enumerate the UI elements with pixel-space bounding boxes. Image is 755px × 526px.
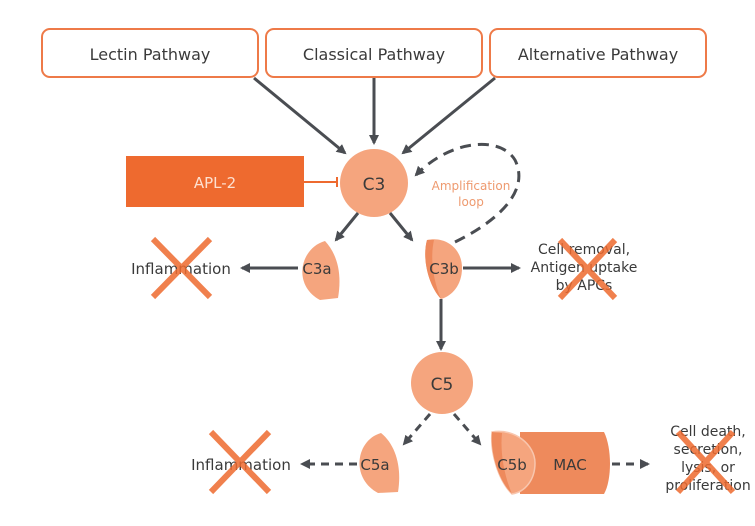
pathway-label: Classical Pathway	[303, 45, 445, 64]
blocked-x-icon	[557, 237, 618, 301]
c5-node: C5	[411, 352, 473, 414]
pathway-box-classical: Classical Pathway	[265, 28, 483, 78]
c3-node: C3	[340, 149, 408, 217]
arrow-c3-to-c3b	[388, 212, 414, 242]
c3a-fragment: C3a	[302, 241, 340, 300]
c5-label: C5	[431, 375, 454, 395]
arrow-c5-to-c5b	[452, 413, 482, 446]
c5b-label: C5b	[497, 456, 527, 474]
amplification-loop-arrow	[414, 142, 521, 244]
c5a-fragment: C5a	[359, 433, 400, 493]
c3-label: C3	[363, 175, 386, 195]
amplification-label-line1: Amplification	[432, 179, 511, 193]
c5a-label: C5a	[360, 456, 389, 474]
arrow-lectin-to-c3	[253, 76, 347, 155]
arrow-alternative-to-c3	[401, 76, 496, 155]
apl2-inhibitor-box: APL-2	[126, 156, 304, 207]
pathway-box-alternative: Alternative Pathway	[489, 28, 707, 78]
pathway-label: Lectin Pathway	[90, 45, 211, 64]
blocked-x-icon	[675, 429, 736, 495]
amplification-label-line2: loop	[458, 195, 484, 209]
arrow-c5-to-c5a	[402, 413, 432, 446]
c5b-mac-complex: C5b MAC	[490, 430, 610, 495]
c3b-fragment: C3b	[425, 239, 462, 299]
blocked-x-icon	[150, 236, 213, 300]
c3a-label: C3a	[302, 260, 331, 278]
arrow-c3-to-c3a	[334, 212, 360, 242]
blocked-x-icon	[208, 429, 272, 495]
apl2-label: APL-2	[194, 174, 236, 192]
cell-removal-line1: Cell removal,	[538, 242, 630, 258]
c3b-label: C3b	[429, 260, 459, 278]
pathway-label: Alternative Pathway	[518, 45, 678, 64]
mac-label: MAC	[553, 456, 586, 474]
pathway-box-lectin: Lectin Pathway	[41, 28, 259, 78]
